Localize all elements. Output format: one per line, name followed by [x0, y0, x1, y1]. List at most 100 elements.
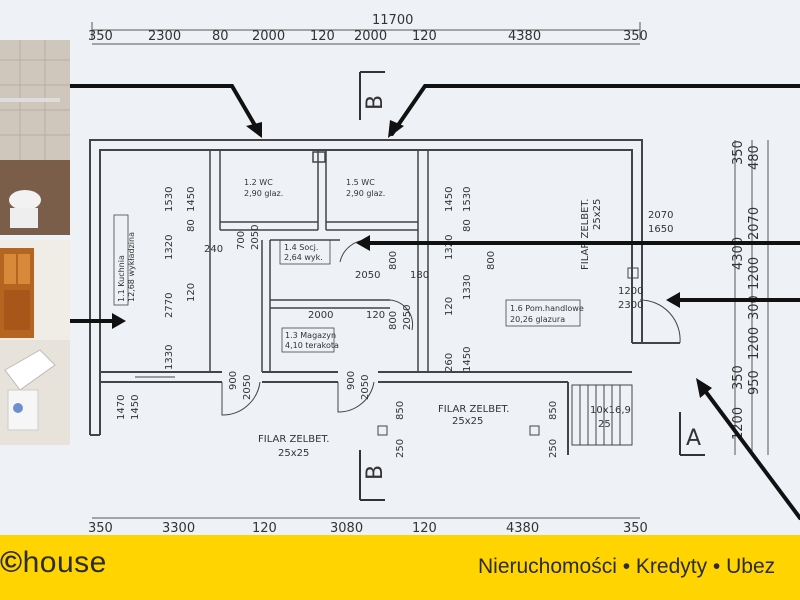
stairs-sub-label: 25 — [598, 419, 611, 430]
section-a: A — [686, 426, 701, 451]
filar-right-label: FILAR ZELBET. — [438, 404, 510, 415]
right-dimension: 350 — [731, 365, 746, 390]
interior-dimension: 800 — [388, 251, 399, 270]
filar-wall-size: 25x25 — [592, 199, 603, 230]
room-name: Kuchnia — [117, 255, 126, 287]
interior-dimension: 1320 — [444, 235, 455, 260]
section-markers — [359, 71, 705, 501]
top-dimension: 120 — [310, 29, 335, 44]
interior-dimension: 800 — [388, 311, 399, 330]
interior-dimension: 2050 — [355, 270, 380, 281]
right-dimension: 480 — [747, 145, 762, 170]
filar-right-size: 25x25 — [452, 416, 483, 427]
interior-dimension: 120 — [366, 310, 385, 321]
right-dimension: 4300 — [731, 237, 746, 270]
top-dimension: 2000 — [252, 29, 285, 44]
interior-dimension: 1530 — [164, 187, 175, 212]
interior-dimension: 1200 — [618, 286, 643, 297]
interior-dimension: 850 — [548, 401, 559, 420]
brand-logo[interactable]: ©house — [0, 546, 107, 580]
pillar-wall — [627, 267, 639, 279]
arrow-heads — [112, 120, 712, 398]
top-dimension: 4380 — [508, 29, 541, 44]
interior-dimension: 850 — [395, 401, 406, 420]
bathroom-photo — [0, 40, 70, 235]
top-dimension: 2300 — [148, 29, 181, 44]
interior-dimension: 1470 — [116, 395, 127, 420]
interior-dimension: 240 — [204, 244, 223, 255]
footer-tagline: Nieruchomości • Kredyty • Ubez — [478, 555, 776, 578]
svg-text:2,90 glaz.: 2,90 glaz. — [346, 189, 385, 198]
top-dimension: 2000 — [354, 29, 387, 44]
room-1-1: 1.1 Kuchnia 12,68 wykładzina — [113, 214, 136, 306]
bottom-dimension: 3080 — [330, 521, 363, 536]
bottom-dimension: 4380 — [506, 521, 539, 536]
interior-dimension: 800 — [486, 251, 497, 270]
interior-dimension: 80 — [186, 219, 197, 232]
interior-dimension: 120 — [186, 283, 197, 302]
svg-text:1.1 Kuchnia: 1.1 Kuchnia — [117, 255, 126, 302]
svg-text:1.6 Pom.handlowe: 1.6 Pom.handlowe — [510, 304, 584, 313]
interior-dimension: 900 — [228, 371, 239, 390]
filar-left-label: FILAR ZELBET. — [258, 434, 330, 445]
interior-dimension: 1450 — [130, 395, 141, 420]
right-dimension: 950 — [747, 370, 762, 395]
interior-dimension: 260 — [444, 353, 455, 372]
stairs-photo — [0, 240, 70, 445]
interior-dimension: 900 — [346, 371, 357, 390]
bottom-dimension: 3300 — [162, 521, 195, 536]
stairs-label: 10x16,9 — [590, 405, 631, 416]
interior-dimension: 1530 — [462, 187, 473, 212]
room-1-3: 1.3 Magazyn 4,10 terakota — [281, 327, 339, 353]
interior-dimension: 80 — [462, 219, 473, 232]
room-1-5: 1.5 WC 2,90 glaz. — [346, 178, 385, 198]
interior-dimension: 2050 — [360, 375, 371, 400]
svg-text:20,26 glazura: 20,26 glazura — [510, 315, 565, 324]
right-dimension: 2070 — [747, 207, 762, 240]
svg-text:2,64 wyk.: 2,64 wyk. — [284, 253, 323, 262]
bottom-dimension: 350 — [623, 521, 648, 536]
pillar-left — [377, 425, 388, 436]
interior-dimension: 700 — [236, 231, 247, 250]
interior-dimension: 1320 — [164, 235, 175, 260]
bottom-dimensions: 350 3300 120 3080 120 4380 350 — [88, 521, 648, 536]
bottom-dimension: 120 — [252, 521, 277, 536]
section-b-bottom: B — [363, 465, 388, 480]
interior-dimension: 180 — [410, 270, 429, 281]
interior-dimension: 2770 — [164, 293, 175, 318]
interior-dimension: 1330 — [462, 275, 473, 300]
top-dimension: 350 — [88, 29, 113, 44]
annotation-arrows — [68, 84, 800, 520]
interior-dimension: 1650 — [648, 224, 673, 235]
svg-text:1.4 Socj.: 1.4 Socj. — [284, 243, 318, 252]
interior-dimension: 2050 — [402, 305, 413, 330]
right-dimension: 350 — [731, 140, 746, 165]
bottom-dimension: 120 — [412, 521, 437, 536]
interior-dimension: 250 — [395, 439, 406, 458]
svg-text:1.3 Magazyn: 1.3 Magazyn — [285, 331, 336, 340]
room-1-2: 1.2 WC 2,90 glaz. — [244, 178, 283, 198]
interior-dimension: 120 — [444, 297, 455, 316]
right-dimension: 1200 — [747, 327, 762, 360]
room-1-6: 1.6 Pom.handlowe 20,26 glazura — [505, 299, 584, 327]
right-dimension: 1200 — [747, 257, 762, 290]
svg-text:1.5 WC: 1.5 WC — [346, 178, 375, 187]
footer-bar — [0, 535, 800, 600]
interior-dimension: 2070 — [648, 210, 673, 221]
interior-dimension: 2000 — [308, 310, 333, 321]
room-1-4: 1.4 Socj. 2,64 wyk. — [279, 239, 331, 265]
top-dimension: 80 — [212, 29, 229, 44]
door-swings — [221, 239, 681, 416]
interior-dimension: 2050 — [250, 225, 261, 250]
interior-dimension: 1450 — [186, 187, 197, 212]
stairs — [571, 384, 633, 446]
room-number: 1.1 — [117, 289, 126, 302]
filar-left-size: 25x25 — [278, 448, 309, 459]
svg-text:1.2 WC: 1.2 WC — [244, 178, 273, 187]
bottom-dimension: 350 — [88, 521, 113, 536]
interior-dimension: 250 — [548, 439, 559, 458]
